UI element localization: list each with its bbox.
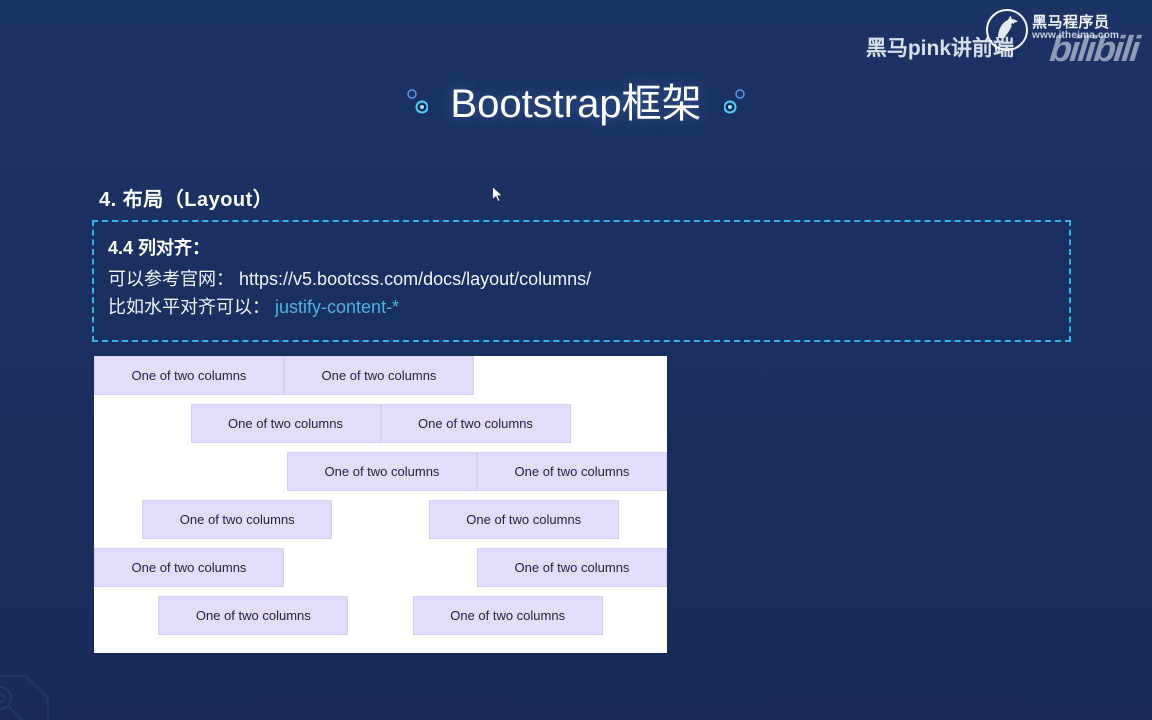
demo-column: One of two columns: [428, 500, 619, 539]
demo-column: One of two columns: [477, 452, 667, 491]
demo-column: One of two columns: [477, 548, 667, 587]
demo-column: One of two columns: [412, 596, 603, 635]
demo-row-between: One of two columns One of two columns: [94, 548, 667, 587]
demo-row-end: One of two columns One of two columns: [94, 452, 667, 491]
page-title: Bootstrap框架: [450, 82, 702, 126]
watermark-logo: 黑马程序员 www.itheima.com: [986, 8, 1138, 52]
demo-column: One of two columns: [190, 404, 381, 443]
demo-row-around: One of two columns One of two columns: [94, 500, 667, 539]
mouse-pointer-icon: [492, 186, 504, 203]
demo-column: One of two columns: [284, 356, 474, 395]
corner-ornament-icon: [0, 675, 49, 720]
title-row: Bootstrap框架: [0, 70, 1152, 130]
demo-column: One of two columns: [94, 356, 284, 395]
note-line-horizontal-align: 比如水平对齐可以： justify-content-*: [108, 297, 1069, 319]
demo-row-evenly: One of two columns One of two columns: [94, 596, 667, 635]
note-title: 4.4 列对齐：: [108, 238, 211, 258]
demo-panel: One of two columns One of two columns On…: [94, 356, 667, 653]
title-decoration-left-icon: [238, 89, 429, 114]
section-heading: 4. 布局（Layout）: [99, 189, 274, 211]
note-line1-label: 可以参考官网：: [108, 269, 234, 289]
demo-row-start: One of two columns One of two columns: [94, 356, 667, 395]
demo-column: One of two columns: [158, 596, 349, 635]
note-line2-label: 比如水平对齐可以：: [108, 296, 270, 317]
demo-column: One of two columns: [287, 452, 477, 491]
note-line-official-site: 可以参考官网： https://v5.bootcss.com/docs/layo…: [108, 269, 1069, 291]
horse-logo-icon: [986, 9, 1028, 51]
watermark: 黑马pink讲前端 黑马程序员 www.itheima.com bilibili: [812, 6, 1142, 69]
demo-row-center: One of two columns One of two columns: [94, 404, 667, 443]
demo-column: One of two columns: [142, 500, 333, 539]
title-decoration-right-icon: [723, 89, 914, 114]
demo-column: One of two columns: [380, 404, 571, 443]
watermark-site: www.itheima.com: [1032, 30, 1120, 41]
watermark-platform: bilibili: [1047, 28, 1141, 69]
note-line2-value: justify-content-*: [275, 296, 400, 317]
note-line1-url: https://v5.bootcss.com/docs/layout/colum…: [239, 269, 592, 289]
note-box: 4.4 列对齐： 可以参考官网： https://v5.bootcss.com/…: [92, 220, 1071, 342]
watermark-brand: 黑马程序员: [1032, 14, 1110, 31]
demo-column: One of two columns: [94, 548, 284, 587]
watermark-channel: 黑马pink讲前端: [865, 37, 1014, 60]
